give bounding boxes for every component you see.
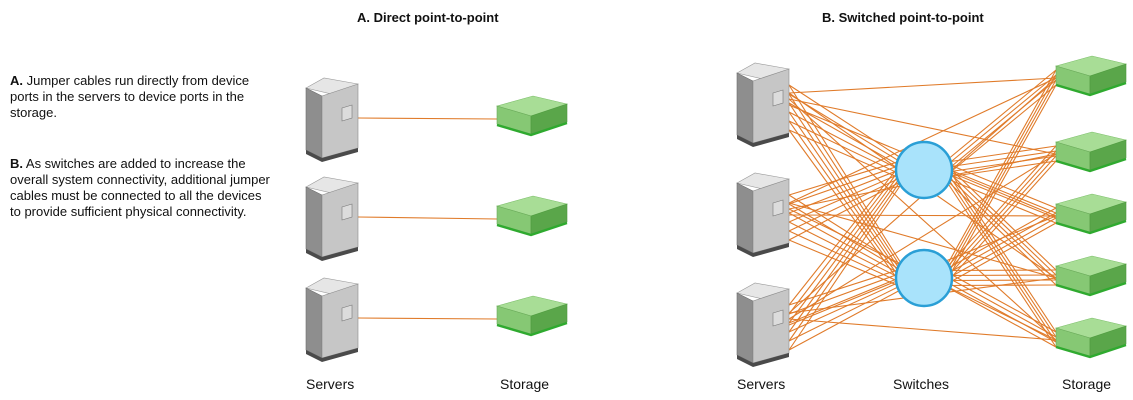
jumper-cable — [943, 269, 1057, 272]
server-tower-icon — [305, 77, 359, 162]
description-a-prefix: A. — [10, 73, 23, 88]
jumper-cable — [788, 102, 905, 169]
jumper-cable — [788, 267, 905, 306]
jumper-cable — [788, 171, 905, 333]
jumper-cable — [788, 153, 1057, 320]
panel-a-storage-label: Storage — [500, 376, 550, 392]
jumper-cable — [357, 216, 498, 220]
jumper-cable — [788, 159, 905, 196]
storage-array-icon — [495, 195, 569, 237]
jumper-cable — [357, 117, 498, 120]
jumper-cable — [788, 129, 905, 289]
jumper-cable — [788, 275, 905, 324]
jumper-cable — [788, 98, 1057, 341]
server-tower-icon — [736, 282, 790, 367]
jumper-cable — [788, 318, 1057, 341]
switch-icon — [894, 248, 954, 308]
jumper-cable — [943, 79, 1057, 173]
jumper-cable — [788, 120, 905, 285]
jumper-cable — [943, 217, 1057, 281]
diagram-nodes — [305, 55, 1128, 367]
jumper-cable — [788, 159, 905, 306]
server-tower-icon — [736, 172, 790, 257]
jumper-cable — [788, 214, 1057, 217]
panel-b-storage-label: Storage — [1062, 376, 1112, 392]
jumper-cable — [788, 129, 905, 181]
jumper-cable — [943, 74, 1057, 276]
jumper-cable — [943, 145, 1057, 271]
jumper-cable — [788, 111, 905, 281]
jumper-cable — [943, 161, 1057, 209]
jumper-cable — [943, 275, 1057, 338]
storage-array-icon — [1054, 255, 1128, 297]
jumper-cable — [943, 167, 1057, 276]
jumper-cable — [788, 102, 905, 277]
jumper-cable — [788, 77, 1057, 94]
jumper-cable — [943, 79, 1057, 281]
jumper-cable — [788, 77, 1057, 204]
jumper-cable — [943, 270, 1057, 333]
jumper-cable — [943, 167, 1057, 338]
jumper-cable — [788, 287, 905, 351]
jumper-cable — [788, 283, 905, 342]
jumper-cable — [943, 69, 1057, 271]
jumper-cable — [943, 69, 1057, 163]
jumper-cable — [788, 111, 905, 173]
server-tower-icon — [736, 62, 790, 147]
switch-icon — [894, 140, 954, 200]
description-b: B. As switches are added to increase the… — [10, 156, 270, 220]
jumper-cable — [788, 175, 905, 342]
jumper-cable — [943, 172, 1057, 343]
description-b-prefix: B. — [10, 156, 23, 171]
description-a-text: Jumper cables run directly from device p… — [10, 73, 250, 120]
panel-b-servers-label: Servers — [737, 376, 786, 392]
jumper-cable — [788, 239, 905, 289]
jumper-cable — [788, 98, 1057, 155]
jumper-cable — [788, 202, 1057, 279]
jumper-cable — [943, 166, 1057, 214]
storage-array-icon — [1054, 55, 1128, 97]
jumper-cable — [788, 93, 905, 273]
jumper-cable — [943, 84, 1057, 178]
panel-a-cables — [357, 117, 498, 320]
storage-array-icon — [1054, 131, 1128, 173]
jumper-cable — [943, 150, 1057, 169]
jumper-cable — [943, 150, 1057, 276]
jumper-cable — [943, 74, 1057, 168]
jumper-cable — [788, 179, 905, 351]
jumper-cable — [788, 120, 905, 177]
storage-array-icon — [1054, 193, 1128, 235]
jumper-cable — [788, 221, 905, 281]
storage-array-icon — [495, 295, 569, 337]
storage-array-icon — [495, 95, 569, 137]
storage-array-icon — [1054, 317, 1128, 359]
jumper-cable — [788, 84, 905, 161]
jumper-cable — [788, 179, 905, 241]
jumper-cable — [943, 162, 1057, 333]
jumper-cable — [943, 274, 1057, 277]
panel-b-switches-label: Switches — [893, 376, 950, 392]
server-tower-icon — [305, 176, 359, 261]
panel-a-servers-label: Servers — [306, 376, 355, 392]
jumper-cable — [357, 317, 498, 320]
panel-a-title: A. Direct point-to-point — [357, 10, 499, 25]
description-a: A. Jumper cables run directly from devic… — [10, 73, 270, 121]
jumper-cable — [788, 212, 905, 277]
panel-b-cables — [788, 69, 1057, 351]
jumper-cable — [788, 230, 905, 285]
jumper-cable — [788, 167, 905, 324]
server-tower-icon — [305, 277, 359, 362]
jumper-cable — [788, 163, 905, 205]
panel-b-title: B. Switched point-to-point — [822, 10, 984, 25]
jumper-cable — [943, 285, 1057, 348]
description-b-text: As switches are added to increase the ov… — [10, 156, 270, 219]
